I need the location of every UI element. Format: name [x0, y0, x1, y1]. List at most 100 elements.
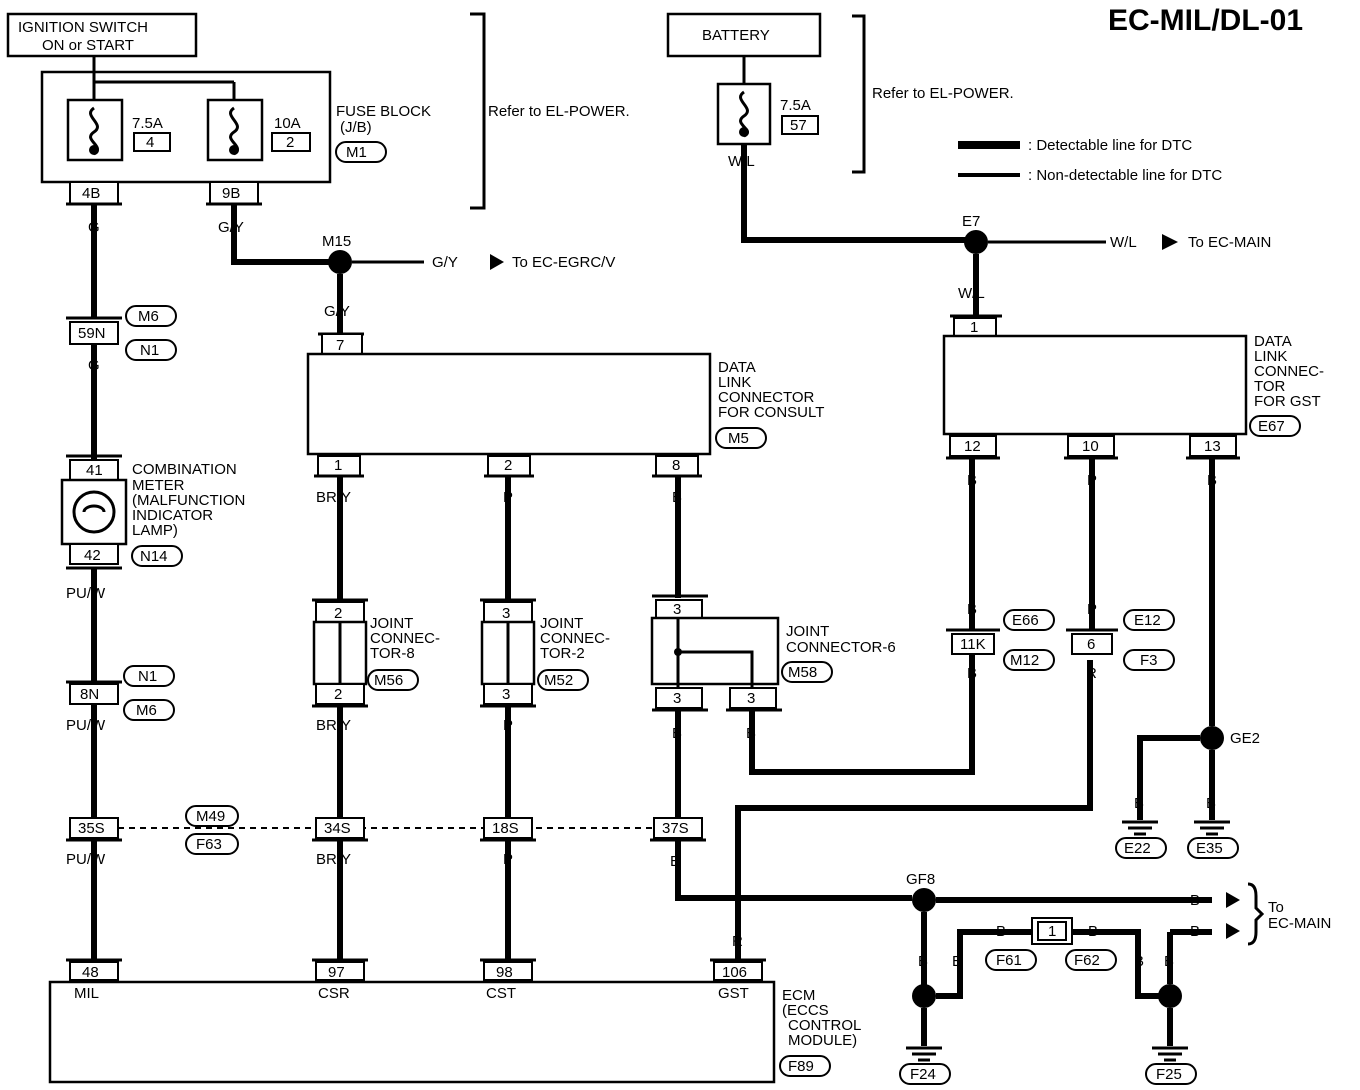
- ground-icon: E35: [1187, 820, 1239, 859]
- svg-text:To EC-MAIN: To EC-MAIN: [1188, 234, 1271, 251]
- connector: 8N N1 M6: [66, 665, 175, 721]
- svg-text:CONTROL: CONTROL: [788, 1017, 861, 1034]
- svg-text:EC-MAIN: EC-MAIN: [1268, 915, 1331, 932]
- svg-text:B: B: [918, 953, 928, 970]
- svg-text:CONNECTOR: CONNECTOR: [718, 389, 815, 406]
- svg-text:106: 106: [722, 964, 747, 981]
- svg-text:To: To: [1268, 899, 1284, 916]
- svg-text:GF8: GF8: [906, 871, 935, 888]
- svg-text:JOINT: JOINT: [540, 615, 583, 632]
- svg-text:B: B: [672, 725, 682, 742]
- svg-text:1: 1: [970, 319, 978, 336]
- svg-text:3: 3: [673, 601, 681, 618]
- svg-text:M12: M12: [1010, 652, 1039, 669]
- svg-text:37S: 37S: [662, 820, 689, 837]
- svg-text:E22: E22: [1124, 840, 1151, 857]
- svg-text:M58: M58: [788, 664, 817, 681]
- svg-text:3: 3: [502, 686, 510, 703]
- svg-text:6: 6: [1087, 636, 1095, 653]
- svg-text:TOR-2: TOR-2: [540, 645, 585, 662]
- legend: : Detectable line for DTC : Non-detectab…: [958, 137, 1222, 184]
- svg-text:E66: E66: [1012, 612, 1039, 629]
- svg-text:8N: 8N: [80, 686, 99, 703]
- connector-e66: 11K E66 M12: [946, 609, 1055, 671]
- svg-text:FUSE BLOCK: FUSE BLOCK: [336, 103, 431, 120]
- svg-text:F61: F61: [996, 952, 1022, 969]
- svg-text:B: B: [746, 725, 756, 742]
- svg-text:48: 48: [82, 964, 99, 981]
- svg-text:R: R: [1086, 665, 1097, 682]
- svg-text:N1: N1: [140, 342, 159, 359]
- svg-text:M52: M52: [544, 672, 573, 689]
- svg-text:M5: M5: [728, 430, 749, 447]
- svg-text:CONNEC-: CONNEC-: [1254, 363, 1324, 380]
- dlc-gst: 1 12 10 13 DATA LINK CONNEC- TOR FOR GST…: [942, 314, 1324, 460]
- svg-text:97: 97: [328, 964, 345, 981]
- svg-text:7.5A: 7.5A: [132, 115, 163, 132]
- svg-text:B: B: [672, 489, 682, 506]
- svg-text:2: 2: [334, 686, 342, 703]
- svg-text:P: P: [503, 717, 513, 734]
- svg-text:LAMP): LAMP): [132, 522, 178, 539]
- svg-text:N1: N1: [138, 668, 157, 685]
- svg-text:9B: 9B: [222, 185, 240, 202]
- svg-text:B: B: [1164, 953, 1174, 970]
- svg-text:11K: 11K: [960, 636, 986, 653]
- svg-text:B: B: [996, 923, 1006, 940]
- svg-text:42: 42: [84, 547, 101, 564]
- junction-ge2: [1200, 726, 1224, 750]
- arrow-icon: [1148, 234, 1178, 250]
- connector: 4B 9B: [66, 181, 262, 206]
- svg-text:ON or START: ON or START: [42, 37, 134, 54]
- svg-text:BR/Y: BR/Y: [316, 851, 351, 868]
- svg-text:59N: 59N: [78, 325, 106, 342]
- lamp-icon: [72, 490, 116, 534]
- svg-text:P: P: [503, 489, 513, 506]
- ground-icon: F25: [1145, 1046, 1197, 1085]
- joint-connector-6: 3 3 3 JOINT CONNECTOR-6 M58: [650, 594, 896, 712]
- svg-text:BATTERY: BATTERY: [702, 27, 770, 44]
- svg-text:4B: 4B: [82, 185, 100, 202]
- svg-text:: Detectable line for DTC: : Detectable line for DTC: [1028, 137, 1192, 154]
- svg-text:DATA: DATA: [718, 359, 756, 376]
- svg-text:(ECCS: (ECCS: [782, 1002, 829, 1019]
- arrow-icon: [474, 254, 504, 270]
- svg-text:CONNEC-: CONNEC-: [540, 630, 610, 647]
- combination-meter: 41 42 COMBINATION METER (MALFUNCTION IND…: [60, 454, 245, 570]
- svg-text:PU/W: PU/W: [66, 851, 106, 868]
- svg-text:F24: F24: [910, 1066, 936, 1083]
- svg-text:MODULE): MODULE): [788, 1032, 857, 1049]
- ecm: 48 97 98 106 MIL CSR CST GST ECM (ECCS C…: [48, 958, 861, 1084]
- svg-text:1: 1: [1048, 923, 1056, 940]
- junction-gf8: [912, 888, 936, 912]
- svg-text:E7: E7: [962, 213, 980, 230]
- svg-text:2: 2: [286, 134, 294, 151]
- svg-text:12: 12: [964, 438, 981, 455]
- dlc-consult: 7 1 2 8 DATA LINK CONNECTOR FOR CONSULT …: [306, 332, 824, 478]
- svg-text:R: R: [732, 933, 743, 950]
- svg-text:CONNEC-: CONNEC-: [370, 630, 440, 647]
- svg-text:G: G: [88, 357, 100, 374]
- svg-text:P: P: [1087, 601, 1097, 618]
- svg-text:1: 1: [334, 457, 342, 474]
- svg-text:B: B: [1134, 795, 1144, 812]
- svg-text:B: B: [1206, 795, 1216, 812]
- svg-text:CSR: CSR: [318, 985, 350, 1002]
- svg-text:JOINT: JOINT: [370, 615, 413, 632]
- svg-text:IGNITION SWITCH: IGNITION SWITCH: [18, 19, 148, 36]
- svg-text:13: 13: [1204, 438, 1221, 455]
- ground-icon: F24: [899, 1046, 951, 1085]
- svg-text:N14: N14: [140, 548, 168, 565]
- svg-text:CONNECTOR-6: CONNECTOR-6: [786, 639, 896, 656]
- svg-text:CST: CST: [486, 985, 516, 1002]
- svg-text:57: 57: [790, 117, 807, 134]
- svg-text:B: B: [1190, 892, 1200, 909]
- svg-text:M6: M6: [136, 702, 157, 719]
- ignition-switch: IGNITION SWITCH ON or START: [6, 12, 198, 58]
- svg-text:COMBINATION: COMBINATION: [132, 461, 237, 478]
- svg-text:G/Y: G/Y: [218, 219, 244, 236]
- ground-icon: E22: [1115, 820, 1167, 859]
- arrow-icon: [1214, 892, 1240, 908]
- harness-connector-m49: 35S 34S 18S 37S M49 F63: [66, 805, 706, 855]
